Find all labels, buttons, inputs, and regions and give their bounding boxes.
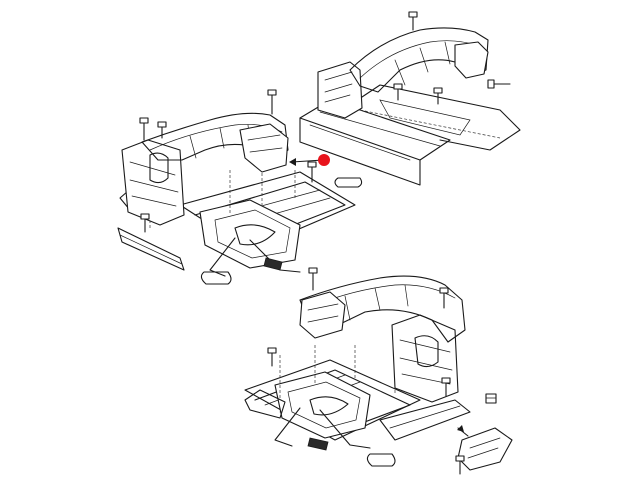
bolt-icon — [140, 213, 150, 233]
bolt-icon — [455, 455, 465, 475]
clip-icon — [200, 271, 232, 285]
bolt-icon — [267, 89, 277, 115]
bolt-icon — [307, 161, 317, 183]
callout-dot — [318, 154, 330, 166]
lower-assembly — [244, 267, 513, 475]
bolt-icon — [433, 87, 443, 105]
bolt-icon — [393, 83, 403, 101]
clip-icon — [366, 453, 396, 467]
bolt-icon — [408, 11, 418, 31]
upper-right-assembly — [299, 11, 521, 188]
bolt-icon — [308, 267, 318, 291]
clip-icon — [334, 177, 363, 188]
nut-icon — [485, 393, 497, 404]
bolt-icon — [441, 377, 451, 397]
bolt-icon — [487, 79, 511, 89]
bolt-icon — [439, 287, 449, 309]
bolt-icon — [267, 347, 277, 367]
bolt-icon — [139, 117, 149, 141]
callout-marker — [289, 154, 330, 166]
upper-left-assembly — [117, 89, 356, 285]
bolt-icon — [157, 121, 167, 139]
